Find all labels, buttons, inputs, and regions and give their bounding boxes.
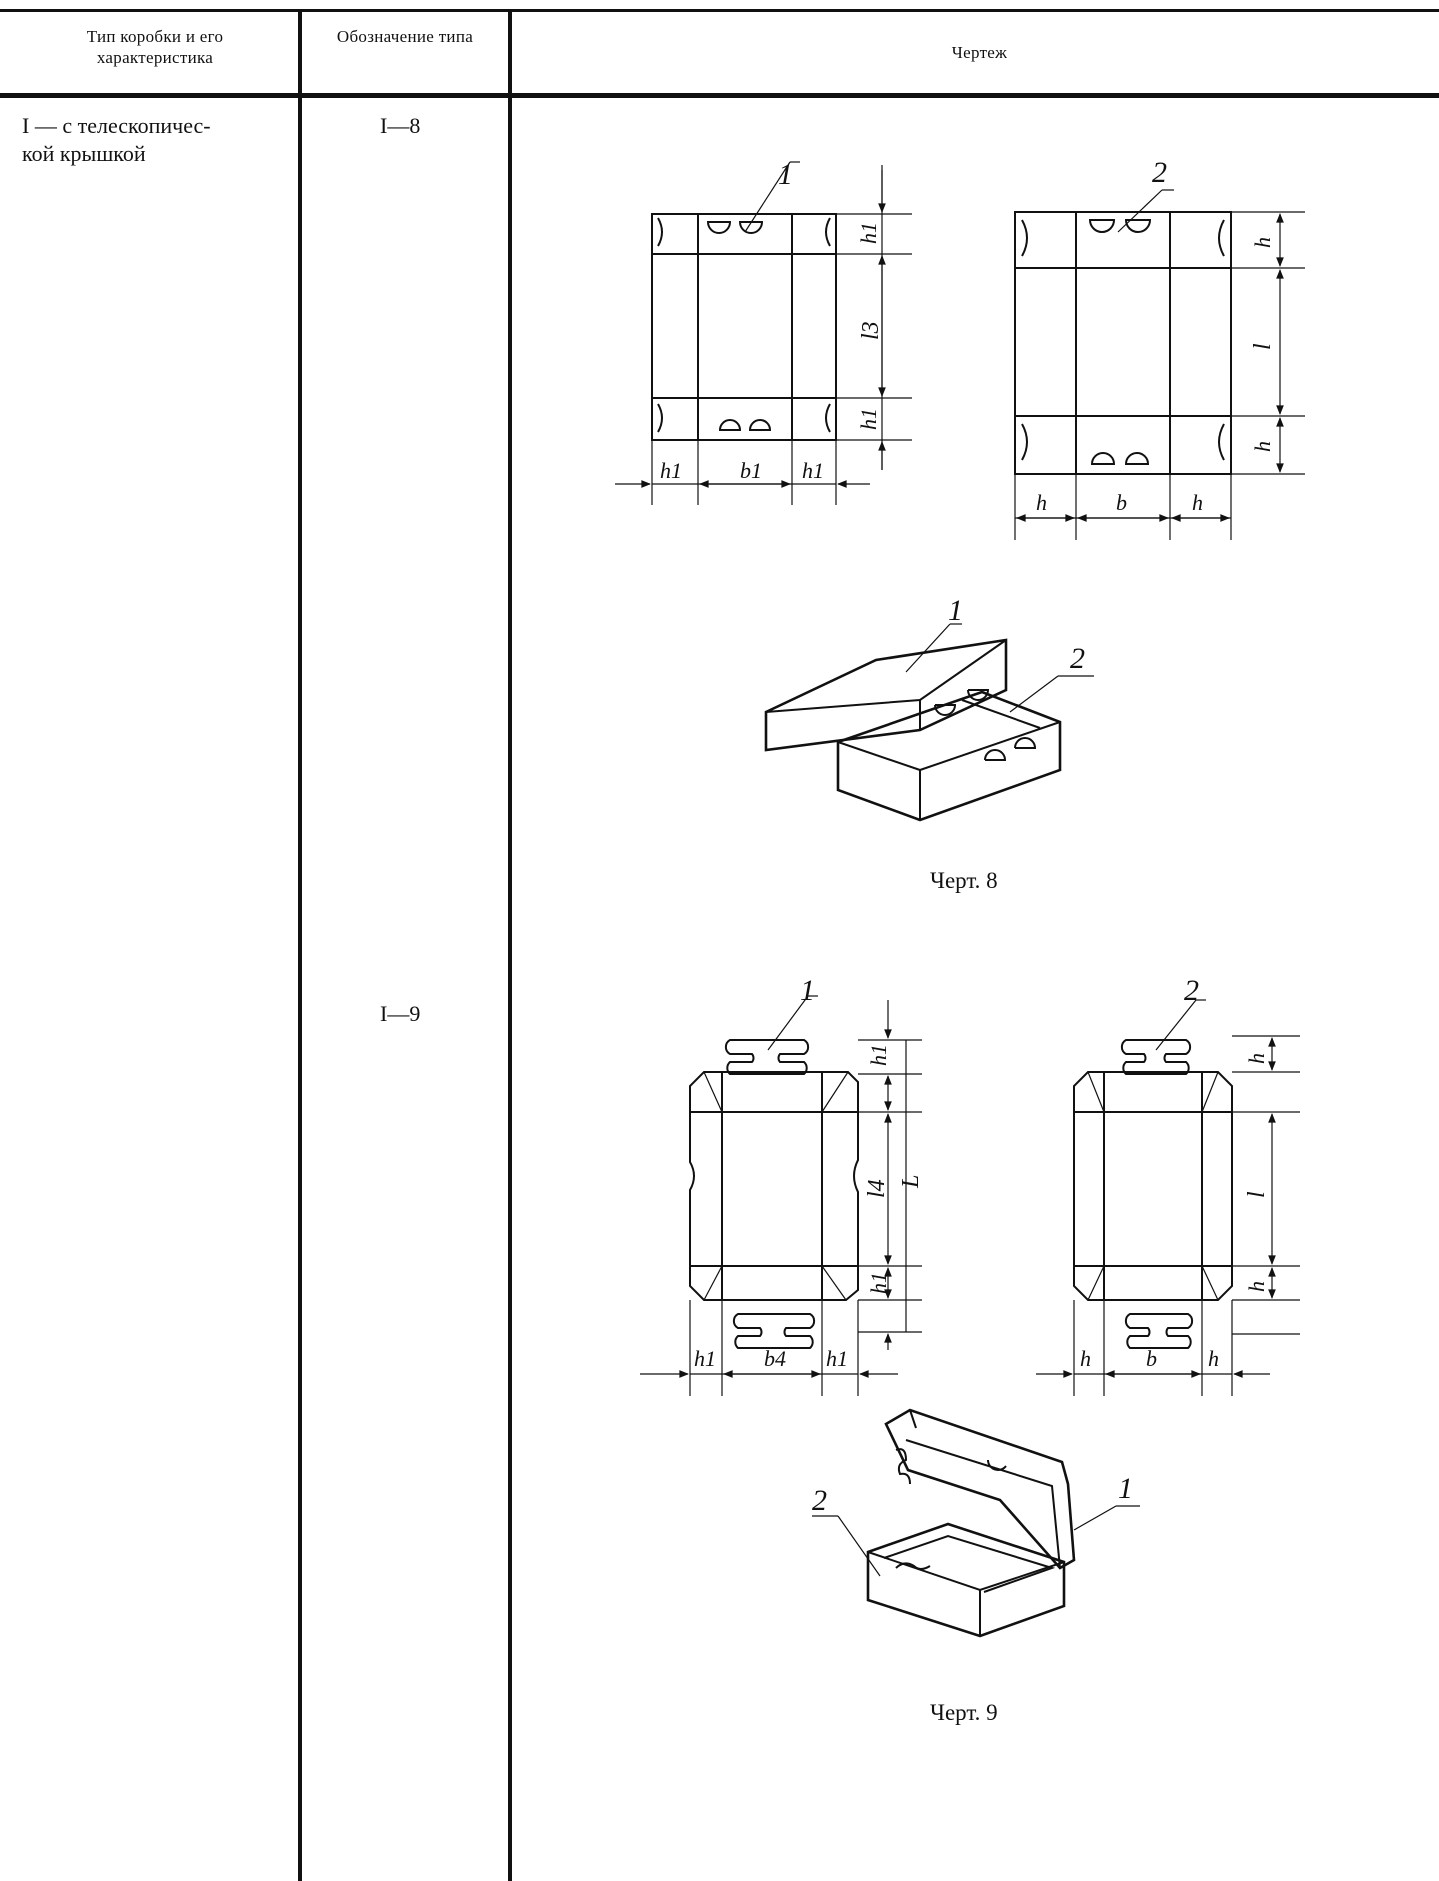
fig8-iso-part-2-label: 2 xyxy=(1070,642,1085,675)
table-top-rule xyxy=(0,9,1439,12)
fig8-1-dim-h1-top: h1 xyxy=(856,222,881,244)
type-desc-line-1: I — с телескопичес- xyxy=(22,113,211,138)
fig8-2-dim-l: l xyxy=(1250,343,1276,350)
fig8-1-dim-h1-left: h1 xyxy=(660,458,682,483)
type-desc-line-2: кой крышкой xyxy=(22,141,146,166)
fig8-part-2-label: 2 xyxy=(1152,156,1167,189)
column-divider-2 xyxy=(508,9,512,1881)
fig9-1-dim-b4: b4 xyxy=(764,1346,786,1371)
fig9-part-1-label: 1 xyxy=(800,974,815,1007)
type-code-b: I—9 xyxy=(380,1001,421,1026)
fig9-1-dim-h1-left: h1 xyxy=(694,1346,716,1371)
fig8-2-dim-b: b xyxy=(1116,490,1127,515)
fig9-part-2-label: 2 xyxy=(1184,974,1199,1007)
fig8-part-1-label: 1 xyxy=(778,158,793,191)
fig9-1-dim-l4: l4 xyxy=(864,1179,890,1198)
fig9-1-dim-h1-top: h1 xyxy=(866,1044,891,1066)
fig9-iso-part-2-label: 2 xyxy=(812,1484,827,1517)
header-type-desc: Тип коробки и его характеристика xyxy=(86,27,224,67)
figure-8-caption: Черт. 8 xyxy=(930,868,998,893)
header-drawing: Чертеж xyxy=(951,43,1008,62)
fig8-1-dim-h1-bottom: h1 xyxy=(856,408,881,430)
fig9-blank-1: 1 h1 l4 L h1 h1 b4 h1 xyxy=(640,974,924,1396)
fig9-isometric-box: 2 1 xyxy=(812,1408,1140,1638)
fig9-2-dim-h-left: h xyxy=(1080,1346,1091,1371)
fig8-2-dim-h-right: h xyxy=(1192,490,1203,515)
fig8-1-dim-l3: l3 xyxy=(858,321,884,340)
fig9-2-dim-h-right: h xyxy=(1208,1346,1219,1371)
fig8-2-dim-h-left: h xyxy=(1036,490,1047,515)
fig9-1-dim-h1-bottom: h1 xyxy=(866,1272,891,1294)
fig9-1-dim-L: L xyxy=(898,1175,924,1189)
figure-9-caption: Черт. 9 xyxy=(930,1700,998,1725)
fig9-1-dim-h1-right: h1 xyxy=(826,1346,848,1371)
header-designation: Обозначение типа xyxy=(336,27,474,46)
fig9-2-dim-b: b xyxy=(1146,1346,1157,1371)
fig9-iso-part-1-label: 1 xyxy=(1118,1472,1133,1505)
fig8-2-dim-h-top: h xyxy=(1250,237,1275,248)
fig8-iso-part-1-label: 1 xyxy=(948,594,963,627)
table-header-rule xyxy=(0,93,1439,98)
fig9-2-dim-h-top: h xyxy=(1244,1053,1269,1064)
fig8-blank-2: 2 h l h h b h xyxy=(1014,156,1305,540)
fig8-2-dim-h-bottom: h xyxy=(1250,441,1275,452)
column-divider-1 xyxy=(298,9,302,1881)
fig8-isometric-box: 1 2 xyxy=(764,594,1094,822)
fig8-blank-1: 1 h1 l3 h1 h1 b1 h1 xyxy=(615,158,912,505)
fig9-2-dim-h-bottom: h xyxy=(1244,1281,1269,1292)
fig8-1-dim-h1-right: h1 xyxy=(802,458,824,483)
fig9-blank-2: 2 h l h h b h xyxy=(1036,974,1300,1396)
fig9-2-dim-l: l xyxy=(1244,1191,1270,1198)
type-code-a: I—8 xyxy=(380,113,421,138)
fig8-1-dim-b1: b1 xyxy=(740,458,762,483)
